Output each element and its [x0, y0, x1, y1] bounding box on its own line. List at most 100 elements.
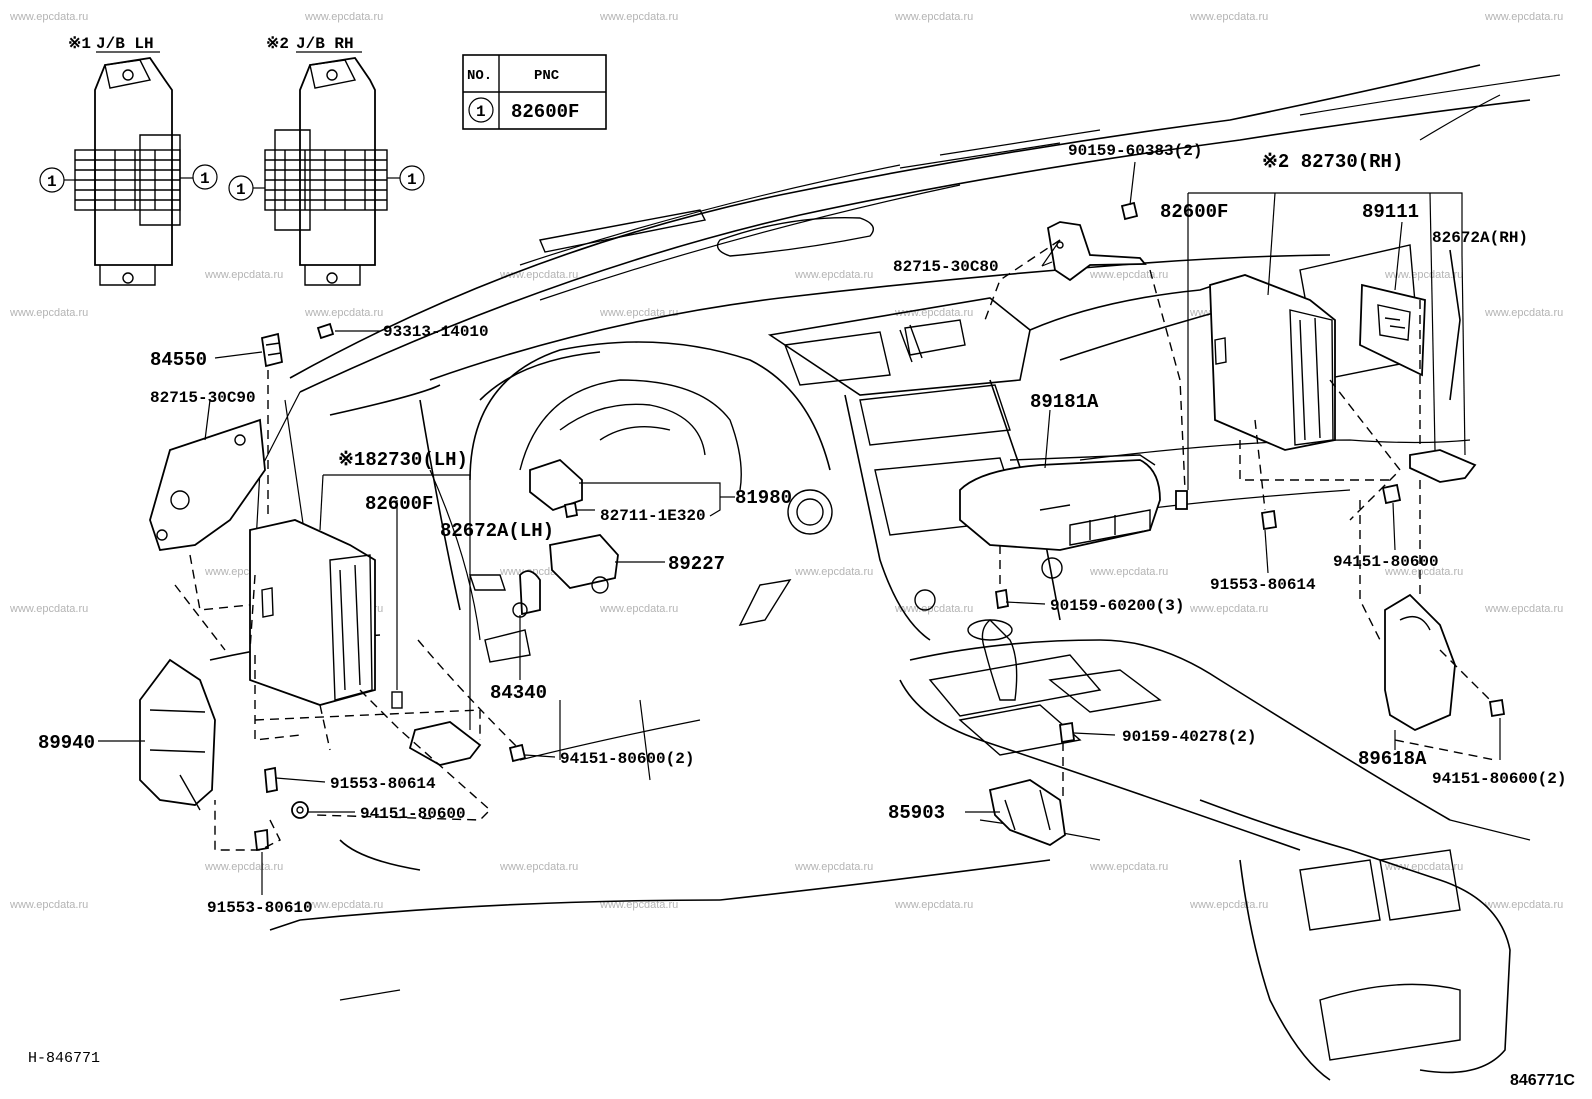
watermark: www.epcdata.ru — [9, 603, 88, 615]
part-91553-80614-left — [264, 766, 278, 794]
part-94151-80600-left — [291, 801, 309, 819]
watermark: www.epcdata.ru — [1384, 861, 1463, 873]
watermark: www.epcdata.ru — [1189, 11, 1268, 23]
watermark: www.epcdata.ru — [204, 269, 283, 281]
table-row-no: 1 — [476, 103, 486, 121]
right-parts — [1209, 274, 1506, 732]
table-row-pnc: 82600F — [511, 101, 579, 123]
part-89181A — [959, 459, 1161, 551]
label-82730-lh: ※182730(LH) — [338, 449, 468, 471]
watermark: www.epcdata.ru — [304, 899, 383, 911]
part-91553-80610 — [254, 828, 269, 852]
watermark: www.epcdata.ru — [9, 899, 88, 911]
diagram-ref-right: 846771C — [1510, 1072, 1575, 1089]
leader-lines — [98, 161, 1501, 895]
dashboard-outline-drawing — [209, 64, 1561, 1081]
watermark: www.epcdata.ru — [794, 269, 873, 281]
part-84550 — [260, 332, 284, 368]
label-91553-80614-left: 91553-80614 — [330, 775, 436, 793]
label-82672A-lh: 82672A(LH) — [440, 520, 554, 542]
jb-rh-callout-right: 1 — [407, 171, 417, 189]
part-94151-80600-2-right — [1488, 698, 1506, 718]
watermark: www.epcdata.ru — [894, 899, 973, 911]
center-parts — [512, 201, 1188, 847]
jb-rh-callout-left: 1 — [236, 181, 246, 199]
watermark: www.epcdata.ru — [1089, 269, 1168, 281]
diagram-ref-left: H-846771 — [28, 1050, 100, 1067]
part-89618A — [1384, 593, 1456, 732]
watermark: www.epcdata.ru — [1484, 11, 1563, 23]
part-labels: 90159-60383(2) ※2 82730(RH) 82600F 89111… — [38, 142, 1566, 917]
part-94151-80600-mid — [508, 743, 527, 763]
label-82730-rh: ※2 82730(RH) — [1262, 151, 1403, 173]
jb-lh-callout-left: 1 — [47, 173, 57, 191]
part-89111 — [1359, 283, 1426, 377]
watermark: www.epcdata.ru — [599, 307, 678, 319]
jb-lh-inset: ※1 J/B LH 1 1 — [39, 35, 218, 286]
jb-rh-inset: ※2 J/B RH 1 1 — [228, 35, 425, 286]
part-82730-lh — [249, 519, 376, 706]
jb-rh-mark: ※2 — [266, 35, 289, 53]
part-82715-30C90 — [149, 418, 266, 551]
watermark: www.epcdata.ru — [894, 307, 973, 319]
part-91553-80614-right — [1260, 509, 1278, 531]
watermark: www.epcdata.ru — [1384, 269, 1463, 281]
label-84550: 84550 — [150, 349, 207, 371]
jb-lh-mark: ※1 — [68, 35, 91, 53]
label-89227: 89227 — [668, 553, 725, 575]
jb-rh-body — [299, 57, 376, 266]
label-90159-60200: 90159-60200(3) — [1050, 597, 1184, 615]
pnc-table: NO. PNC 1 82600F — [462, 54, 607, 130]
label-84340: 84340 — [490, 682, 547, 704]
part-94151-80600-right — [1381, 483, 1402, 505]
label-82672A-rh: 82672A(RH) — [1432, 229, 1528, 247]
part-89227 — [549, 534, 619, 589]
label-82715-30C90: 82715-30C90 — [150, 389, 256, 407]
jb-lh-body — [94, 57, 173, 266]
jb-rh-label: J/B RH — [296, 35, 354, 53]
table-header-no: NO. — [467, 68, 492, 84]
part-90159-60383 — [1120, 201, 1139, 221]
label-89618A: 89618A — [1358, 748, 1427, 770]
label-91553-80614-right: 91553-80614 — [1210, 576, 1316, 594]
label-82711-1E320: 82711-1E320 — [600, 507, 706, 525]
assembly-dashed-lines — [174, 239, 1496, 851]
label-93313-14010: 93313-14010 — [383, 323, 489, 341]
watermark: www.epcdata.ru — [1189, 899, 1268, 911]
watermark: www.epcdata.ru — [1484, 899, 1563, 911]
label-82715-30C80: 82715-30C80 — [893, 258, 999, 276]
part-89940 — [139, 658, 216, 806]
watermark: www.epcdata.ru — [1089, 566, 1168, 578]
part-82711-1E320 — [563, 501, 579, 519]
label-89181A: 89181A — [1030, 391, 1099, 413]
label-94151-80600-2-mid: 94151-80600(2) — [560, 750, 694, 768]
part-82715-30C80 — [1047, 221, 1147, 282]
table-header-pnc: PNC — [534, 68, 560, 84]
part-85903 — [988, 779, 1066, 847]
part-82672A-rh — [1409, 449, 1477, 483]
watermark: www.epcdata.ru — [1089, 861, 1168, 873]
part-84340 — [519, 570, 541, 616]
watermark: www.epcdata.ru — [9, 11, 88, 23]
label-90159-40278: 90159-40278(2) — [1122, 728, 1256, 746]
label-94151-80600-right: 94151-80600 — [1333, 553, 1439, 571]
watermark: www.epcdata.ru — [794, 861, 873, 873]
jb-lh-callout-right: 1 — [200, 170, 210, 188]
watermark: www.epcdata.ru — [794, 566, 873, 578]
jb-lh-label: J/B LH — [96, 35, 154, 53]
label-85903: 85903 — [888, 802, 945, 824]
watermark: www.epcdata.ru — [894, 603, 973, 615]
part-81980 — [529, 458, 583, 512]
label-90159-60383: 90159-60383(2) — [1068, 142, 1202, 160]
watermark: www.epcdata.ru — [204, 861, 283, 873]
part-90159-40278 — [1059, 721, 1075, 744]
watermark: www.epcdata.ru — [599, 11, 678, 23]
label-82600F-left: 82600F — [365, 493, 433, 515]
watermark: www.epcdata.ru — [304, 307, 383, 319]
watermark: www.epcdata.ru — [499, 861, 578, 873]
watermark: www.epcdata.ru — [1484, 307, 1563, 319]
watermark: www.epcdata.ru — [599, 603, 678, 615]
watermark: www.epcdata.ru — [894, 11, 973, 23]
watermark: www.epcdata.ru — [1484, 603, 1563, 615]
